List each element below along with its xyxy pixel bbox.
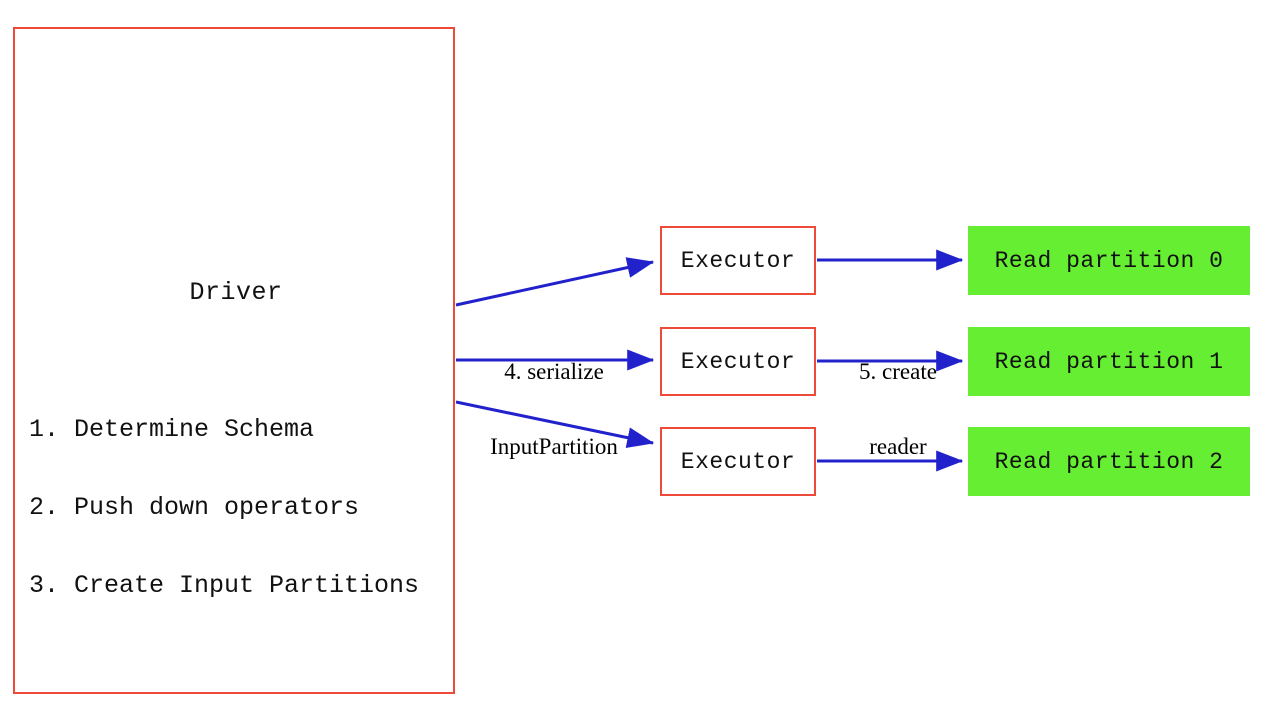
driver-steps-list: 1. Determine Schema 2. Push down operato… bbox=[29, 365, 449, 651]
arrow-driver-to-executor-1 bbox=[455, 257, 655, 307]
edge-label-create-reader: 5. create reader bbox=[828, 309, 968, 509]
edge-label-create-reader-line-1: 5. create bbox=[859, 359, 937, 384]
executor-label-2: Executor bbox=[680, 348, 796, 375]
partition-label-1: Read partition 1 bbox=[994, 348, 1224, 375]
edge-label-create-reader-line-2: reader bbox=[869, 434, 927, 459]
edge-label-serialize-line-1: 4. serialize bbox=[504, 359, 604, 384]
partition-box-1: Read partition 1 bbox=[968, 327, 1250, 396]
edge-label-serialize-line-2: InputPartition bbox=[490, 434, 618, 459]
executor-label-1: Executor bbox=[680, 247, 796, 274]
driver-step-3: 3. Create Input Partitions bbox=[29, 571, 420, 600]
partition-box-0: Read partition 0 bbox=[968, 226, 1250, 295]
driver-title: Driver bbox=[189, 278, 283, 307]
edge-label-serialize-input-partition: 4. serialize InputPartition bbox=[466, 309, 642, 509]
driver-step-1: 1. Determine Schema bbox=[29, 415, 315, 444]
driver-box: Driver 1. Determine Schema 2. Push down … bbox=[13, 27, 455, 694]
executor-box-1: Executor bbox=[660, 226, 816, 295]
partition-box-2: Read partition 2 bbox=[968, 427, 1250, 496]
partition-label-2: Read partition 2 bbox=[994, 448, 1224, 475]
driver-step-2: 2. Push down operators bbox=[29, 493, 360, 522]
partition-label-0: Read partition 0 bbox=[994, 247, 1224, 274]
executor-box-3: Executor bbox=[660, 427, 816, 496]
executor-label-3: Executor bbox=[680, 448, 796, 475]
executor-box-2: Executor bbox=[660, 327, 816, 396]
